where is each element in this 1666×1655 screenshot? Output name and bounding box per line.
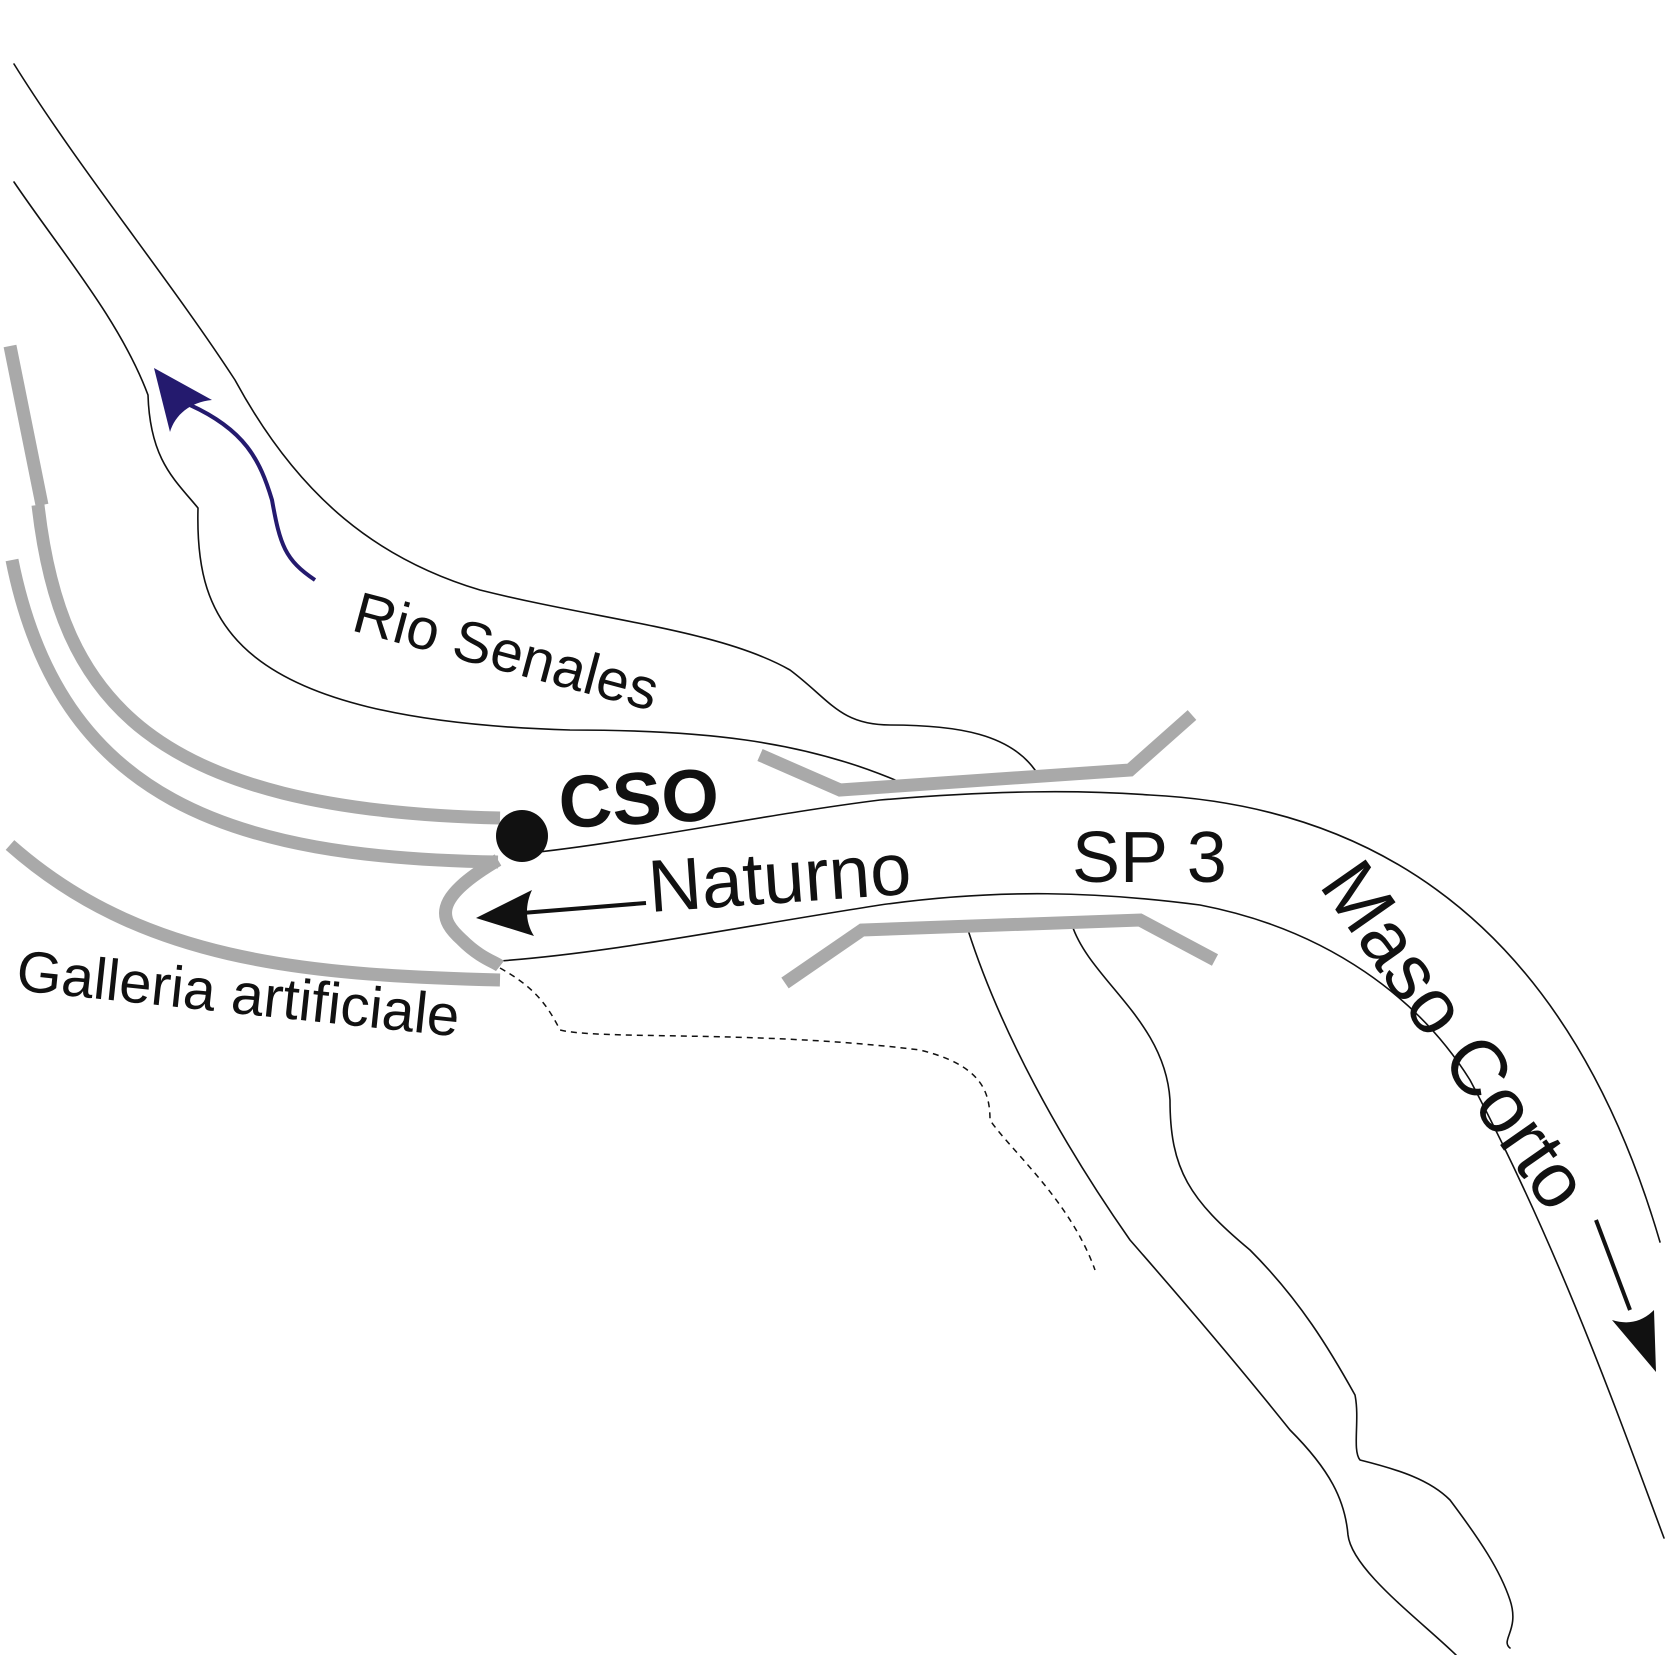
wall-west-outer [3,344,49,507]
label-maso-corto: Maso Corto [1304,844,1607,1225]
wall-cso-loop [439,854,505,972]
maso-corto-arrow [1594,1219,1656,1372]
terrain-line-1 [967,929,1457,1655]
trail-dashed [499,967,1096,1271]
naturno-arrow [476,890,647,936]
terrain-lines [499,924,1514,1655]
label-cso: CSO [556,753,720,844]
arrow-icon [521,901,647,915]
cso-point-icon [496,810,548,862]
road-edge-south [484,892,1665,1539]
curved-arrow-head-icon [154,368,212,432]
road-sp3 [484,790,1665,1539]
wall-tunnel [5,840,501,987]
walls [3,344,1219,989]
arrow-head-icon [476,890,534,936]
curved-arrow-icon [189,403,317,582]
label-rio-senales: Rio Senales [347,580,666,724]
arrow-icon [1594,1219,1632,1311]
river-bank-north [13,63,1036,771]
river-banks [13,63,1036,781]
river-bank-south [13,181,896,781]
label-naturno: Naturno [645,827,913,928]
wall-west-inner [31,504,501,825]
wall-west-lower [5,558,499,869]
river-flow-arrow [154,368,317,582]
label-sp3: SP 3 [1072,818,1227,898]
road-edge-north [509,790,1661,1243]
terrain-line-2 [1071,924,1514,1649]
wall-bridge-south [781,913,1219,989]
wall-bridge-north [757,710,1197,797]
arrow-head-icon [1612,1310,1656,1372]
